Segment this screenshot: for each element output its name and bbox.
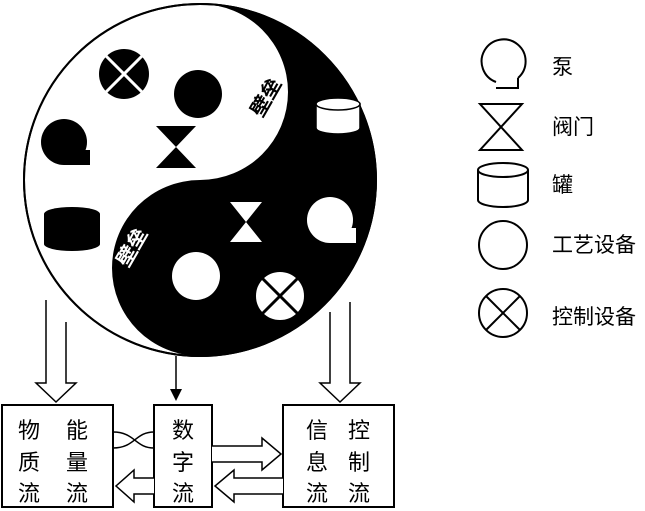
down-arrow-control <box>318 302 362 404</box>
control-equipment-icon <box>254 270 306 322</box>
box-char: 息 <box>306 451 328 476</box>
box-char: 能 <box>66 419 88 444</box>
legend-label-process-equipment: 工艺设备 <box>552 233 636 257</box>
valve-icon <box>230 202 262 242</box>
box-info-control-flow: 信 控 息 制 流 流 <box>282 404 395 508</box>
tank-icon <box>477 162 529 208</box>
legend-label-pump: 泵 <box>552 55 573 79</box>
taiji-circle <box>23 3 377 357</box>
legend-item-process-equipment: 工艺设备 <box>478 220 636 270</box>
box-material-energy-flow: 物 能 质 量 流 流 <box>1 404 114 508</box>
pump-icon <box>307 197 356 243</box>
legend-item-pump: 泵 <box>480 38 573 89</box>
down-arrow-material <box>34 300 78 404</box>
box-char: 数 <box>172 419 194 444</box>
legend-label-valve: 阀门 <box>552 115 594 139</box>
box-char: 字 <box>172 451 194 476</box>
box-char: 质 <box>18 451 40 476</box>
pump-icon <box>41 119 90 165</box>
pump-icon <box>480 38 527 89</box>
process-equipment-icon <box>478 220 528 270</box>
process-equipment-icon <box>172 252 220 300</box>
arrow-digital-to-control <box>212 436 283 472</box>
legend-label-control-equipment: 控制设备 <box>552 305 636 329</box>
legend-label-tank: 罐 <box>552 173 573 197</box>
tank-icon <box>44 207 100 251</box>
legend-item-valve: 阀门 <box>477 103 594 151</box>
connector-material-to-digital-curves <box>112 431 155 449</box>
control-equipment-icon <box>99 49 149 99</box>
valve-icon <box>477 103 525 151</box>
legend-item-control-equipment: 控制设备 <box>478 288 636 338</box>
box-char: 量 <box>66 451 88 476</box>
box-char: 流 <box>348 482 370 507</box>
arrow-digital-to-material <box>114 468 154 504</box>
box-char: 流 <box>172 482 194 507</box>
control-equipment-icon <box>478 288 528 338</box>
box-char: 控 <box>348 419 370 444</box>
box-char: 信 <box>306 419 328 444</box>
arrow-control-to-digital <box>213 468 283 504</box>
valve-icon <box>156 126 196 168</box>
legend-item-tank: 罐 <box>477 162 573 208</box>
tank-icon <box>315 97 361 135</box>
box-char: 物 <box>18 419 40 444</box>
box-char: 流 <box>18 482 40 507</box>
box-char: 流 <box>306 482 328 507</box>
box-char: 流 <box>66 482 88 507</box>
legend: 泵 阀门 罐 工艺设备 控 <box>477 38 636 338</box>
process-equipment-icon <box>174 70 222 118</box>
box-digital-flow: 数 字 流 <box>153 404 213 508</box>
box-char: 制 <box>348 451 370 476</box>
